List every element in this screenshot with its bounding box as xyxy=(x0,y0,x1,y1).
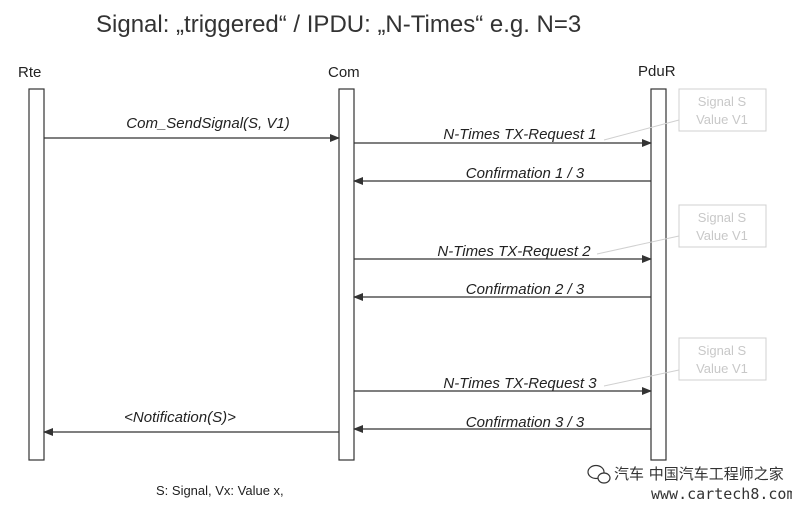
note-3-line-2: Value V1 xyxy=(696,361,748,376)
note-signal-value-1: Signal S Value V1 xyxy=(678,88,767,132)
lifeline-pdur xyxy=(650,88,667,461)
watermark-line-2: www.cartech8.com xyxy=(651,485,792,503)
msg-confirmation-3: Confirmation 3 / 3 xyxy=(466,414,585,431)
lane-label-pdur: PduR xyxy=(638,63,676,80)
note-2-connector xyxy=(596,235,680,255)
lifeline-com xyxy=(338,88,355,461)
msg-confirmation-2: Confirmation 2 / 3 xyxy=(466,281,585,298)
lane-label-rte: Rte xyxy=(18,64,41,81)
lane-label-com: Com xyxy=(328,64,360,81)
legend-text: S: Signal, Vx: Value x, xyxy=(156,483,284,498)
watermark-line-1: 汽车 中国汽车工程师之家 xyxy=(614,465,784,483)
diagram-title: Signal: „triggered“ / IPDU: „N-Times“ e.… xyxy=(96,11,581,38)
msg-send-signal: Com_SendSignal(S, V1) xyxy=(126,115,289,132)
note-3-line-1: Signal S xyxy=(698,343,747,358)
msg-confirmation-1: Confirmation 1 / 3 xyxy=(466,165,585,182)
note-2-line-2: Value V1 xyxy=(696,228,748,243)
msg-request-2: N-Times TX-Request 2 xyxy=(437,243,591,260)
watermark: 汽车 中国汽车工程师之家 www.cartech8.com xyxy=(587,464,792,503)
note-signal-value-3: Signal S Value V1 xyxy=(678,337,767,381)
note-1-line-1: Signal S xyxy=(698,94,747,109)
note-3-connector xyxy=(603,369,680,387)
note-1-connector xyxy=(603,119,680,141)
msg-request-1: N-Times TX-Request 1 xyxy=(443,126,596,143)
note-2-line-1: Signal S xyxy=(698,210,747,225)
note-signal-value-2: Signal S Value V1 xyxy=(678,204,767,248)
msg-notification: <Notification(S)> xyxy=(124,409,236,426)
lifeline-rte xyxy=(28,88,45,461)
wechat-icon xyxy=(587,464,611,484)
msg-request-3: N-Times TX-Request 3 xyxy=(443,375,597,392)
note-1-line-2: Value V1 xyxy=(696,112,748,127)
